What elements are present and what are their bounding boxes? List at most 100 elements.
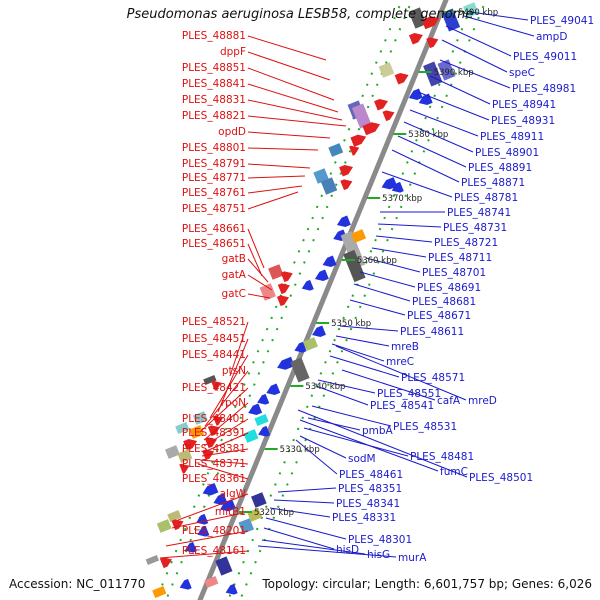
label-leader-line xyxy=(204,370,249,427)
gene-feature xyxy=(254,414,269,426)
label-leader-line xyxy=(331,343,385,362)
gene-feature xyxy=(320,177,338,195)
gene-feature xyxy=(382,110,395,122)
gene-feature xyxy=(238,518,255,534)
gene-feature xyxy=(266,383,281,396)
gene-label-forward: PLES_48441 xyxy=(182,349,246,361)
gene-label-forward: PLES_48521 xyxy=(182,316,246,328)
label-leader-line xyxy=(303,427,409,457)
gene-feature xyxy=(381,177,398,190)
gene-label-reverse: PLES_48571 xyxy=(401,372,465,384)
label-leader-line xyxy=(247,228,265,269)
scale-tick-label: 5320 kbp xyxy=(254,508,294,518)
label-leader-line xyxy=(469,11,529,21)
gene-feature xyxy=(197,525,210,537)
gene-label-forward: PLES_48751 xyxy=(182,203,246,215)
label-leader-line xyxy=(263,527,335,550)
scale-tick-label: 5390 kbp xyxy=(434,68,474,78)
gene-feature xyxy=(207,425,220,437)
label-leader-line xyxy=(341,369,436,401)
label-leader-line xyxy=(247,83,339,113)
label-leader-line xyxy=(159,550,249,559)
label-leader-line xyxy=(247,99,343,121)
gene-label-reverse: PLES_48941 xyxy=(492,99,556,111)
gene-label-reverse: PLES_48301 xyxy=(348,534,412,546)
label-leader-line xyxy=(429,75,491,105)
gene-label-reverse: PLES_48531 xyxy=(393,421,457,433)
gene-feature xyxy=(277,283,290,295)
gene-feature xyxy=(391,181,404,193)
label-leader-line xyxy=(165,530,249,547)
label-leader-line xyxy=(269,507,331,518)
label-leader-line xyxy=(217,338,249,413)
genome-backbone xyxy=(197,0,449,600)
gene-label-reverse: mreC xyxy=(386,356,414,368)
gene-label-reverse: cafA xyxy=(437,395,461,407)
label-leader-line xyxy=(297,409,468,478)
gene-label-forward: PLES_48381 xyxy=(182,443,246,455)
gene-feature xyxy=(175,422,190,434)
gene-feature xyxy=(339,164,354,177)
label-leader-line xyxy=(247,147,319,151)
gene-feature xyxy=(280,271,293,283)
strand-guide-line xyxy=(164,0,414,600)
gene-label-reverse: PLES_48711 xyxy=(428,252,492,264)
gene-feature xyxy=(211,380,222,391)
gene-label-forward: PLES_48361 xyxy=(182,473,246,485)
gene-label-reverse: PLES_48541 xyxy=(370,400,434,412)
scale-tick-label: 5360 kbp xyxy=(357,256,397,266)
gene-label-forward: PLES_48421 xyxy=(182,382,246,394)
gene-feature xyxy=(426,37,439,49)
gene-feature xyxy=(463,2,479,18)
gene-label-reverse: fumC xyxy=(440,466,468,478)
label-leader-line xyxy=(199,459,249,465)
gene-feature xyxy=(349,145,360,156)
gene-label-forward: PLES_48771 xyxy=(182,172,246,184)
gene-feature xyxy=(313,168,329,184)
gene-feature xyxy=(251,492,267,508)
label-leader-line xyxy=(203,432,249,453)
gene-feature xyxy=(441,8,461,32)
label-leader-line xyxy=(299,419,439,472)
label-leader-line xyxy=(247,67,335,101)
scale-tick-label: 5340 kbp xyxy=(305,382,345,392)
label-leader-line xyxy=(247,131,331,139)
scale-tick-label: 5330 kbp xyxy=(280,445,320,455)
gene-feature xyxy=(322,255,337,268)
gene-label-reverse: PLES_48871 xyxy=(461,177,525,189)
gene-label-reverse: PLES_48911 xyxy=(480,131,544,143)
label-leader-line xyxy=(335,345,467,401)
gene-feature xyxy=(165,445,180,459)
label-leader-line xyxy=(441,39,508,73)
gene-feature xyxy=(378,62,395,78)
gene-label-reverse: murA xyxy=(398,552,427,564)
label-leader-line xyxy=(247,115,347,127)
gene-label-forward: PLES_48841 xyxy=(182,78,246,90)
gene-label-reverse: PLES_49041 xyxy=(530,15,594,27)
gene-feature xyxy=(350,134,367,147)
label-leader-line xyxy=(247,51,331,81)
gene-feature xyxy=(336,215,351,228)
gene-feature xyxy=(340,179,353,191)
gene-feature xyxy=(220,499,236,512)
gene-label-forward: gatC xyxy=(221,288,246,300)
label-leader-line xyxy=(381,171,453,198)
label-leader-line xyxy=(359,271,416,288)
label-leader-line xyxy=(199,387,249,433)
label-leader-line xyxy=(439,59,511,89)
gene-feature xyxy=(277,356,295,370)
strand-guide-line xyxy=(226,0,476,600)
label-leader-line xyxy=(197,463,249,480)
feature-tracks xyxy=(145,0,488,600)
gene-label-reverse: PLES_48481 xyxy=(410,451,474,463)
gene-feature xyxy=(184,541,197,553)
gene-label-forward: mltB1 xyxy=(215,506,246,518)
gene-feature xyxy=(202,483,219,496)
gene-label-reverse: PLES_48331 xyxy=(332,512,396,524)
gene-label-reverse: PLES_48681 xyxy=(412,296,476,308)
gene-feature xyxy=(268,264,284,280)
scale-tick-label: 5370 kbp xyxy=(382,194,422,204)
forward-strand-labels: PLES_48881dppFPLES_48851PLES_48841PLES_4… xyxy=(182,30,247,557)
